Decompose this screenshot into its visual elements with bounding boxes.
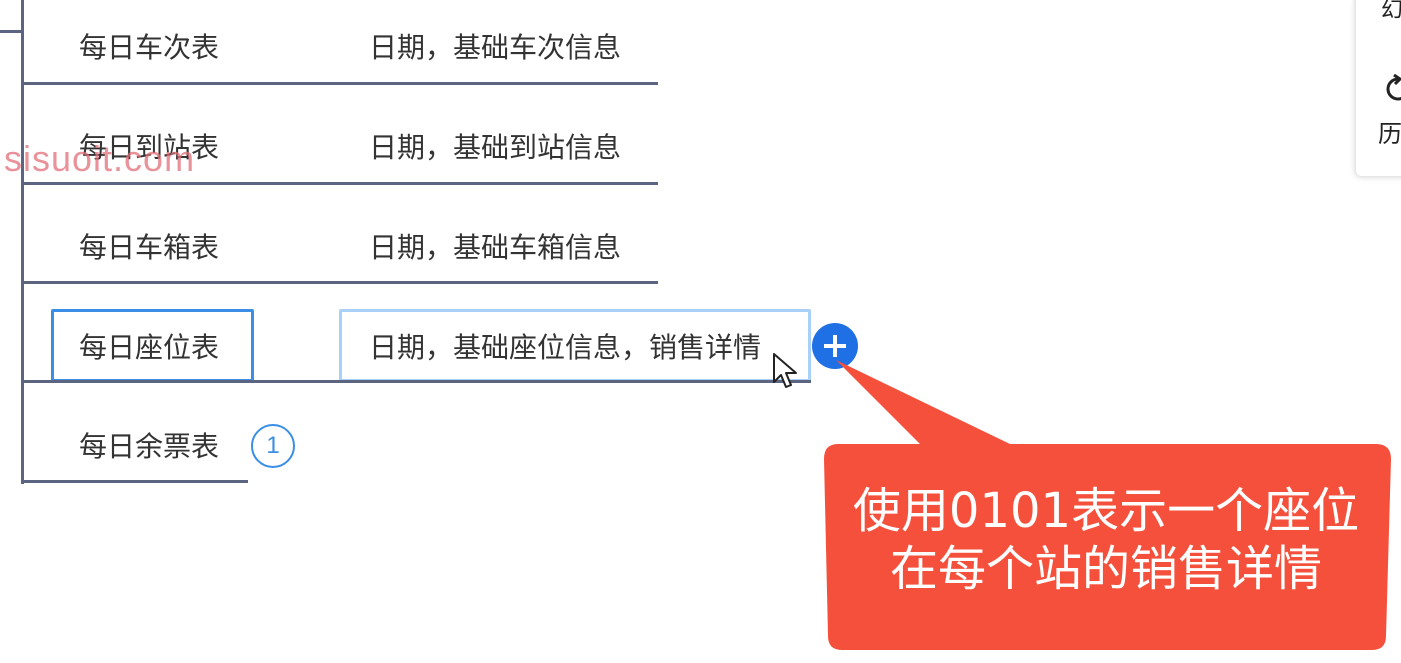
mouse-cursor-icon xyxy=(773,353,797,388)
node-table-1[interactable]: 每日车次表 xyxy=(79,31,220,64)
callout-text: 使用0101表示一个座位 在每个站的销售详情 xyxy=(826,482,1386,598)
node-content-2[interactable]: 日期，基础到站信息 xyxy=(369,131,622,164)
node-content-3[interactable]: 日期，基础车箱信息 xyxy=(369,231,622,264)
node-underline-4 xyxy=(21,380,811,383)
callout-line-2: 在每个站的销售详情 xyxy=(889,541,1322,597)
node-table-4[interactable]: 每日座位表 xyxy=(79,331,220,364)
node-content-1[interactable]: 日期，基础车次信息 xyxy=(369,31,622,64)
branch-connector xyxy=(21,0,24,484)
toolbar-label-top[interactable]: 幻 xyxy=(1381,0,1401,23)
plus-icon xyxy=(824,335,846,357)
history-icon[interactable] xyxy=(1384,74,1401,104)
node-underline-5 xyxy=(21,480,248,483)
watermark: sisuoit.com xyxy=(4,138,196,179)
node-table-2[interactable]: 每日到站表 xyxy=(79,131,220,164)
node-underline-2 xyxy=(21,182,658,185)
add-node-button[interactable] xyxy=(812,323,858,369)
branch-connector-top xyxy=(0,30,24,33)
node-table-5[interactable]: 每日余票表 xyxy=(79,430,220,463)
right-toolbar-panel: 幻 历 xyxy=(1356,0,1401,176)
node-underline-1 xyxy=(21,82,658,85)
toolbar-label-history[interactable]: 历 xyxy=(1378,120,1401,148)
node-underline-3 xyxy=(21,281,658,284)
callout-line-1: 使用0101表示一个座位 xyxy=(852,483,1360,539)
node-table-3[interactable]: 每日车箱表 xyxy=(79,231,220,264)
collapse-count-badge[interactable]: 1 xyxy=(251,424,295,468)
node-content-4[interactable]: 日期，基础座位信息，销售详情 xyxy=(369,331,762,364)
